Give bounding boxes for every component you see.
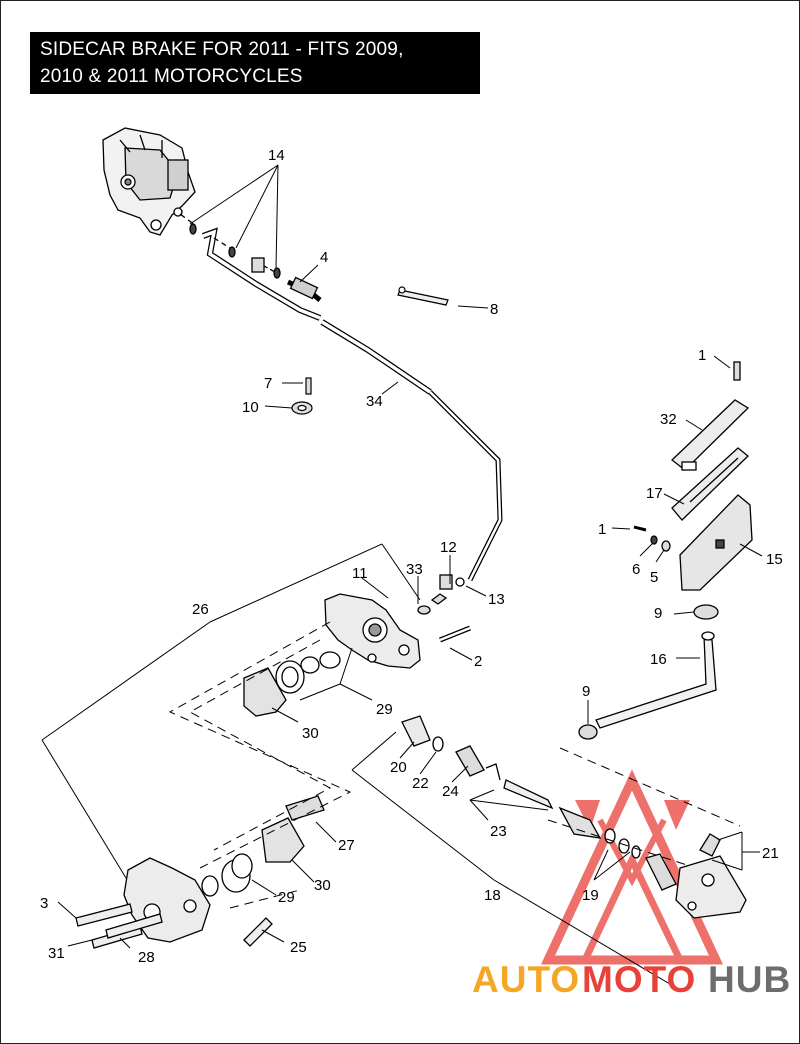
callout-15: 15 — [766, 551, 783, 568]
callout-2: 2 — [474, 653, 482, 670]
dashed-group-outlines — [168, 621, 741, 909]
callout-19: 19 — [582, 887, 599, 904]
callout-12: 12 — [440, 539, 457, 556]
callout-14: 14 — [268, 147, 285, 164]
callout-17: 17 — [646, 485, 663, 502]
brake-line-upper — [179, 213, 503, 590]
callout-32: 32 — [660, 411, 677, 428]
callout-5: 5 — [650, 569, 658, 586]
callout-11: 11 — [352, 565, 368, 582]
callout-34: 34 — [366, 393, 383, 410]
callout-23: 23 — [490, 823, 507, 840]
callout-29: 29 — [376, 701, 393, 718]
callout-24: 24 — [442, 783, 459, 800]
callout-16: 16 — [650, 651, 667, 668]
callout-labels: 14 4 8 1 7 10 34 32 17 1 6 5 15 12 11 33… — [40, 147, 783, 966]
callout-3: 3 — [40, 895, 48, 912]
callout-1: 1 — [698, 347, 706, 364]
watermark-moto: MOTO — [582, 959, 696, 1000]
watermark-auto: AUTO — [472, 959, 580, 1000]
callout-28: 28 — [138, 949, 155, 966]
callout-31: 31 — [48, 945, 65, 962]
callout-20: 20 — [390, 759, 407, 776]
reservoir-assembly — [578, 361, 753, 740]
callout-33: 33 — [406, 561, 423, 578]
callout-26: 26 — [192, 601, 209, 618]
callout-9: 9 — [582, 683, 590, 700]
callout-7: 7 — [264, 375, 272, 392]
callout-30: 30 — [302, 725, 319, 742]
parts-7-10-fasteners — [291, 377, 313, 415]
callout-30: 30 — [314, 877, 331, 894]
callout-18: 18 — [484, 887, 501, 904]
callout-10: 10 — [242, 399, 259, 416]
part-8-cable-tie — [397, 286, 449, 306]
master-cylinder-mount — [243, 593, 471, 717]
lower-caliper-assembly — [75, 795, 325, 949]
watermark-text: AUTO MOTO HUB — [472, 959, 791, 1000]
callout-8: 8 — [490, 301, 498, 318]
callout-22: 22 — [412, 775, 429, 792]
callout-1: 1 — [598, 521, 606, 538]
title-line-2: 2010 & 2011 MOTORCYCLES — [40, 66, 303, 87]
top-caliper-assembly — [102, 127, 196, 236]
callout-13: 13 — [488, 591, 505, 608]
title-line-1: SIDECAR BRAKE FOR 2011 - FITS 2009, — [40, 39, 404, 60]
watermark-hub: HUB — [708, 959, 791, 1000]
leader-lines — [41, 164, 763, 991]
callout-4: 4 — [320, 249, 328, 266]
callout-29: 29 — [278, 889, 295, 906]
callout-21: 21 — [762, 845, 779, 862]
callout-27: 27 — [338, 837, 355, 854]
callout-9: 9 — [654, 605, 662, 622]
piston-components — [401, 715, 747, 919]
title-box: SIDECAR BRAKE FOR 2011 - FITS 2009, 2010… — [30, 32, 480, 94]
callout-25: 25 — [290, 939, 307, 956]
callout-6: 6 — [632, 561, 640, 578]
